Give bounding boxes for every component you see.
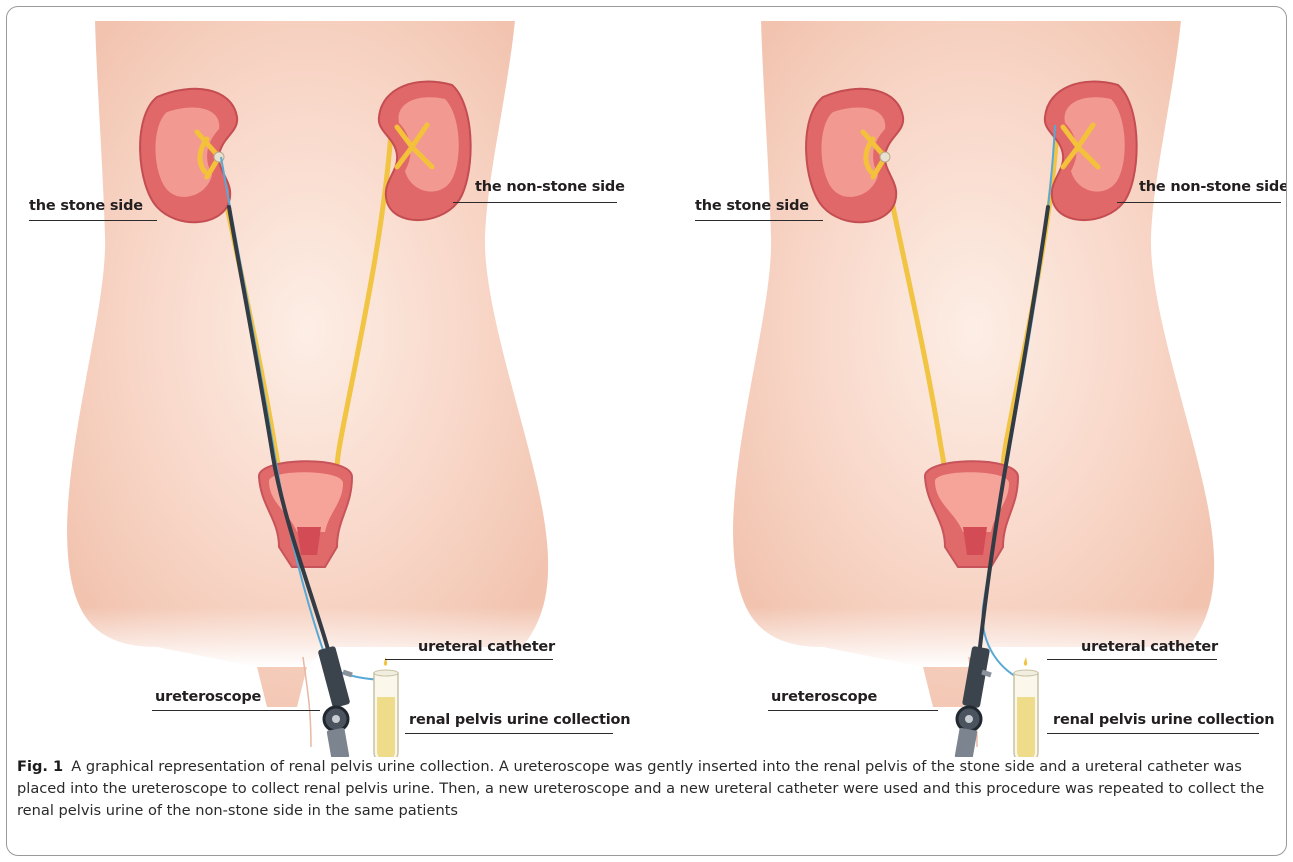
leader-line-stone-side xyxy=(695,220,823,221)
label-ureteroscope: ureteroscope xyxy=(155,689,261,705)
label-nonstone-side: the non-stone side xyxy=(1139,179,1287,195)
kidney-stone-side xyxy=(806,89,903,222)
label-nonstone-side: the non-stone side xyxy=(475,179,625,195)
leader-line-nonstone-side xyxy=(1117,202,1281,203)
torso-silhouette xyxy=(67,21,548,707)
leader-line-ureteral-catheter xyxy=(385,659,553,660)
leader-line-nonstone-side xyxy=(453,202,617,203)
collection-tube xyxy=(374,657,398,757)
leader-line-urine-collection xyxy=(1047,733,1259,734)
leader-line-ureteroscope xyxy=(768,710,938,711)
leader-line-stone-side xyxy=(29,220,157,221)
panel-nonstone-side: the stone side the non-stone side ureter… xyxy=(673,7,1287,757)
label-urine-collection: renal pelvis urine collection xyxy=(1053,712,1274,728)
figure-frame: the stone side the non-stone side ureter… xyxy=(6,6,1287,856)
label-ureteral-catheter: ureteral catheter xyxy=(418,639,555,655)
figure-number: Fig. 1 xyxy=(17,758,63,775)
torso-silhouette xyxy=(733,21,1214,707)
caption-text: A graphical representation of renal pelv… xyxy=(17,758,1264,819)
leader-line-ureteral-catheter xyxy=(1047,659,1217,660)
kidney-stone-side xyxy=(140,89,237,222)
leader-line-urine-collection xyxy=(405,733,613,734)
label-urine-collection: renal pelvis urine collection xyxy=(409,712,630,728)
label-ureteroscope: ureteroscope xyxy=(771,689,877,705)
panel-stone-side: the stone side the non-stone side ureter… xyxy=(7,7,647,757)
label-stone-side: the stone side xyxy=(695,198,809,214)
leg-gap xyxy=(303,657,311,747)
collection-tube xyxy=(1014,657,1038,757)
label-stone-side: the stone side xyxy=(29,198,143,214)
label-ureteral-catheter: ureteral catheter xyxy=(1081,639,1218,655)
leader-line-ureteroscope xyxy=(152,710,320,711)
